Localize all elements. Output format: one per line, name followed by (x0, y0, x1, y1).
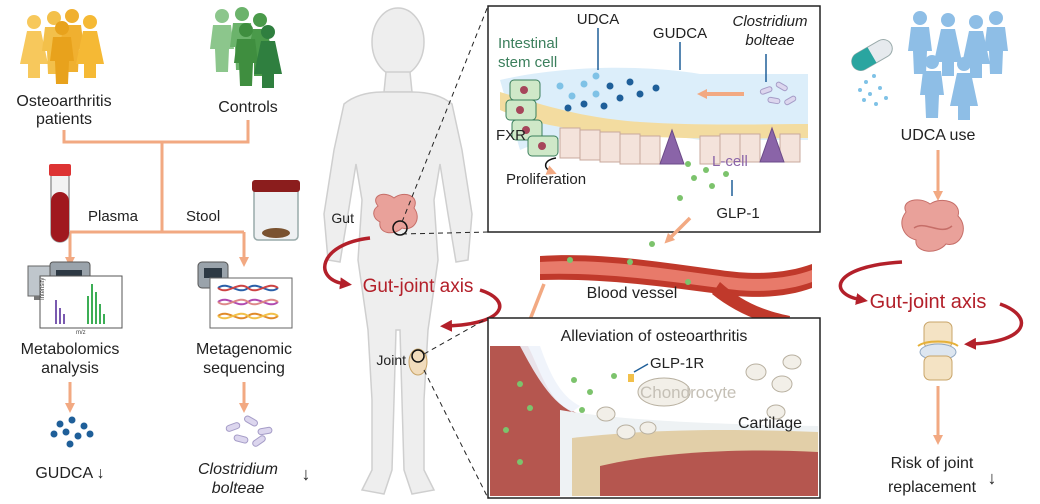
clostridium-result-line1: Clostridium (198, 461, 278, 478)
osteoarthritis-label-line1: Osteoarthritis (16, 93, 111, 110)
stool-label: Stool (186, 208, 220, 225)
cohort-connector (62, 120, 250, 267)
gut-joint-axis-arrows-center (323, 236, 502, 332)
gut-label: Gut (331, 210, 354, 226)
dna-icon (209, 277, 293, 329)
spectrum-y-label: Intensity (40, 278, 46, 300)
body-intestine-icon (373, 193, 418, 236)
blood-vessel-icon (540, 255, 812, 328)
right-knee-icon (917, 321, 959, 381)
udca-users-people-icon (908, 11, 1008, 120)
metabolomics-line1: Metabolomics (21, 341, 120, 358)
glp1r-label: GLP-1R (650, 355, 704, 372)
glp1-dots-gut (677, 161, 729, 201)
glp1r-leader (633, 363, 649, 373)
udca-label: UDCA (577, 11, 620, 28)
zoom-guide-lines (401, 5, 489, 499)
controls-people-icon (210, 7, 282, 88)
clostridium-down-arrow: ↓ (302, 464, 311, 484)
gudca-molecules-icon (50, 416, 94, 448)
stem-cell-label-line1: Intestinal (498, 35, 558, 52)
gut-joint-axis-label-center: Gut-joint axis (363, 276, 474, 297)
gudca-label: GUDCA (653, 25, 707, 42)
stool-jar-icon (252, 180, 300, 241)
bile-acid-molecules (556, 72, 660, 112)
glp1-dots-joint (503, 373, 617, 465)
joint-label: Joint (376, 352, 406, 368)
risk-down-arrow: ↓ (988, 468, 997, 488)
right-intestine-icon (901, 199, 964, 252)
glp1r-receptor-icon (628, 374, 634, 382)
chondrocyte-icon (596, 354, 802, 440)
metagenomic-line2: sequencing (203, 360, 285, 377)
controls-label: Controls (218, 99, 278, 116)
human-body-silhouette (323, 7, 473, 495)
stem-cell-icon (505, 79, 559, 157)
powder-dots-icon (858, 74, 888, 106)
body-knee-icon (408, 348, 428, 376)
clostridium-result-line2: bolteae (212, 480, 265, 497)
glp1-dots-vessel (567, 241, 691, 285)
metabolomics-line2: analysis (41, 360, 99, 377)
l-cell-icon (659, 126, 785, 165)
risk-line1: Risk of joint (891, 455, 974, 472)
fxr-label: FXR (496, 127, 526, 144)
gut-label-leaders (597, 28, 767, 196)
blood-vessel-label: Blood vessel (587, 285, 678, 302)
risk-line2: replacement (888, 479, 977, 496)
joint-panel (487, 317, 821, 499)
spectrum-plot-icon: Intensity m/z (39, 275, 123, 336)
plasma-label: Plasma (88, 208, 139, 225)
alleviation-title: Alleviation of osteoarthritis (561, 328, 748, 345)
gudca-result-label: GUDCA ↓ (35, 465, 104, 482)
osteoarthritis-people-icon (20, 9, 104, 84)
glp1-label: GLP-1 (716, 205, 759, 222)
blood-tube-icon (49, 164, 71, 243)
osteoarthritis-label-line2: patients (36, 111, 92, 128)
pill-capsule-icon (851, 39, 893, 71)
proliferation-arrow (544, 157, 557, 175)
gut-bacteria-icon (759, 81, 797, 106)
cartilage-label: Cartilage (738, 415, 802, 432)
udca-use-label: UDCA use (901, 127, 976, 144)
metagenomic-line1: Metagenomic (196, 341, 292, 358)
chondrocyte-label: Chondrocyte (640, 383, 736, 402)
panel-clostridium-line2: bolteae (745, 32, 794, 49)
gut-joint-axis-arrows-right (838, 260, 1024, 350)
analysis-arrows (65, 382, 249, 413)
proliferation-label: Proliferation (506, 171, 586, 188)
bacteria-icon (225, 415, 273, 447)
panel-clostridium-line1: Clostridium (732, 13, 807, 30)
spectrum-x-label: m/z (76, 330, 86, 336)
l-cell-label: L-cell (712, 153, 748, 170)
gut-panel (487, 5, 821, 233)
stem-cell-label-line2: stem cell (498, 54, 557, 71)
gut-joint-axis-label-right: Gut-joint axis (870, 291, 987, 313)
